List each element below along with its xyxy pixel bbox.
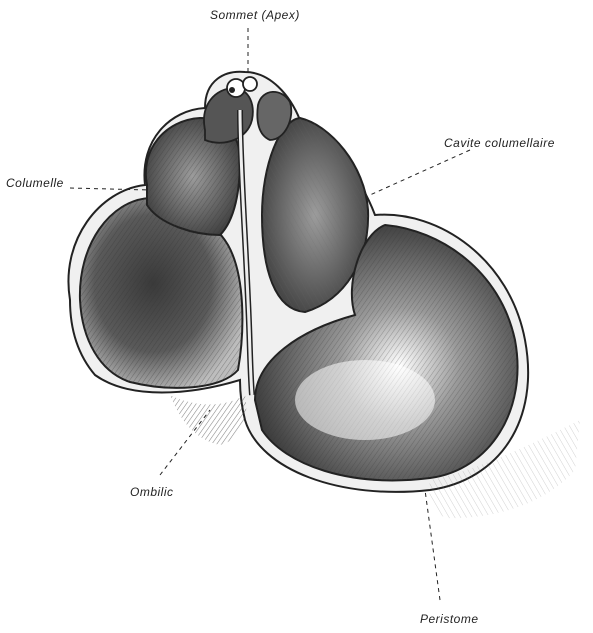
label-peristome: Peristome <box>420 612 479 626</box>
label-cavite-columellaire: Cavite columellaire <box>444 136 555 150</box>
label-columelle: Columelle <box>6 176 64 190</box>
aperture-highlight <box>295 360 435 440</box>
umbilicus-shadow <box>170 395 246 445</box>
label-sommet: Sommet (Apex) <box>210 8 300 22</box>
label-ombilic: Ombilic <box>130 485 174 499</box>
leader-cavite <box>370 150 470 195</box>
